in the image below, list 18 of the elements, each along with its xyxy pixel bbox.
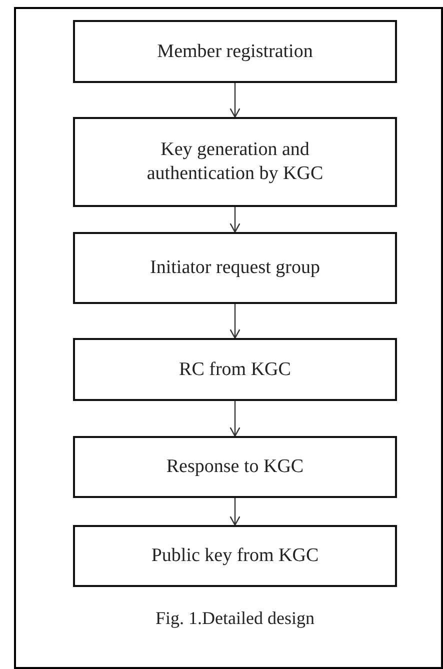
process-box <box>73 436 397 498</box>
box-label: Member registration <box>156 40 314 64</box>
process-box <box>73 338 397 401</box>
box-label: RC from KGC <box>178 358 292 382</box>
arrow <box>230 304 240 339</box>
arrow <box>230 83 240 118</box>
box-label: Initiator request group <box>149 256 321 280</box>
box-label: Key generation and authentication by KGC <box>146 138 324 186</box>
box-label: Response to KGC <box>165 455 305 479</box>
process-box <box>73 20 397 83</box>
process-box <box>73 232 397 304</box>
box-label: Public key from KGC <box>150 544 320 568</box>
arrow <box>230 207 240 233</box>
arrow <box>230 401 240 437</box>
process-box <box>73 117 397 207</box>
arrow <box>230 498 240 526</box>
figure-caption: Fig. 1.Detailed design <box>154 608 316 629</box>
process-box <box>73 525 397 587</box>
